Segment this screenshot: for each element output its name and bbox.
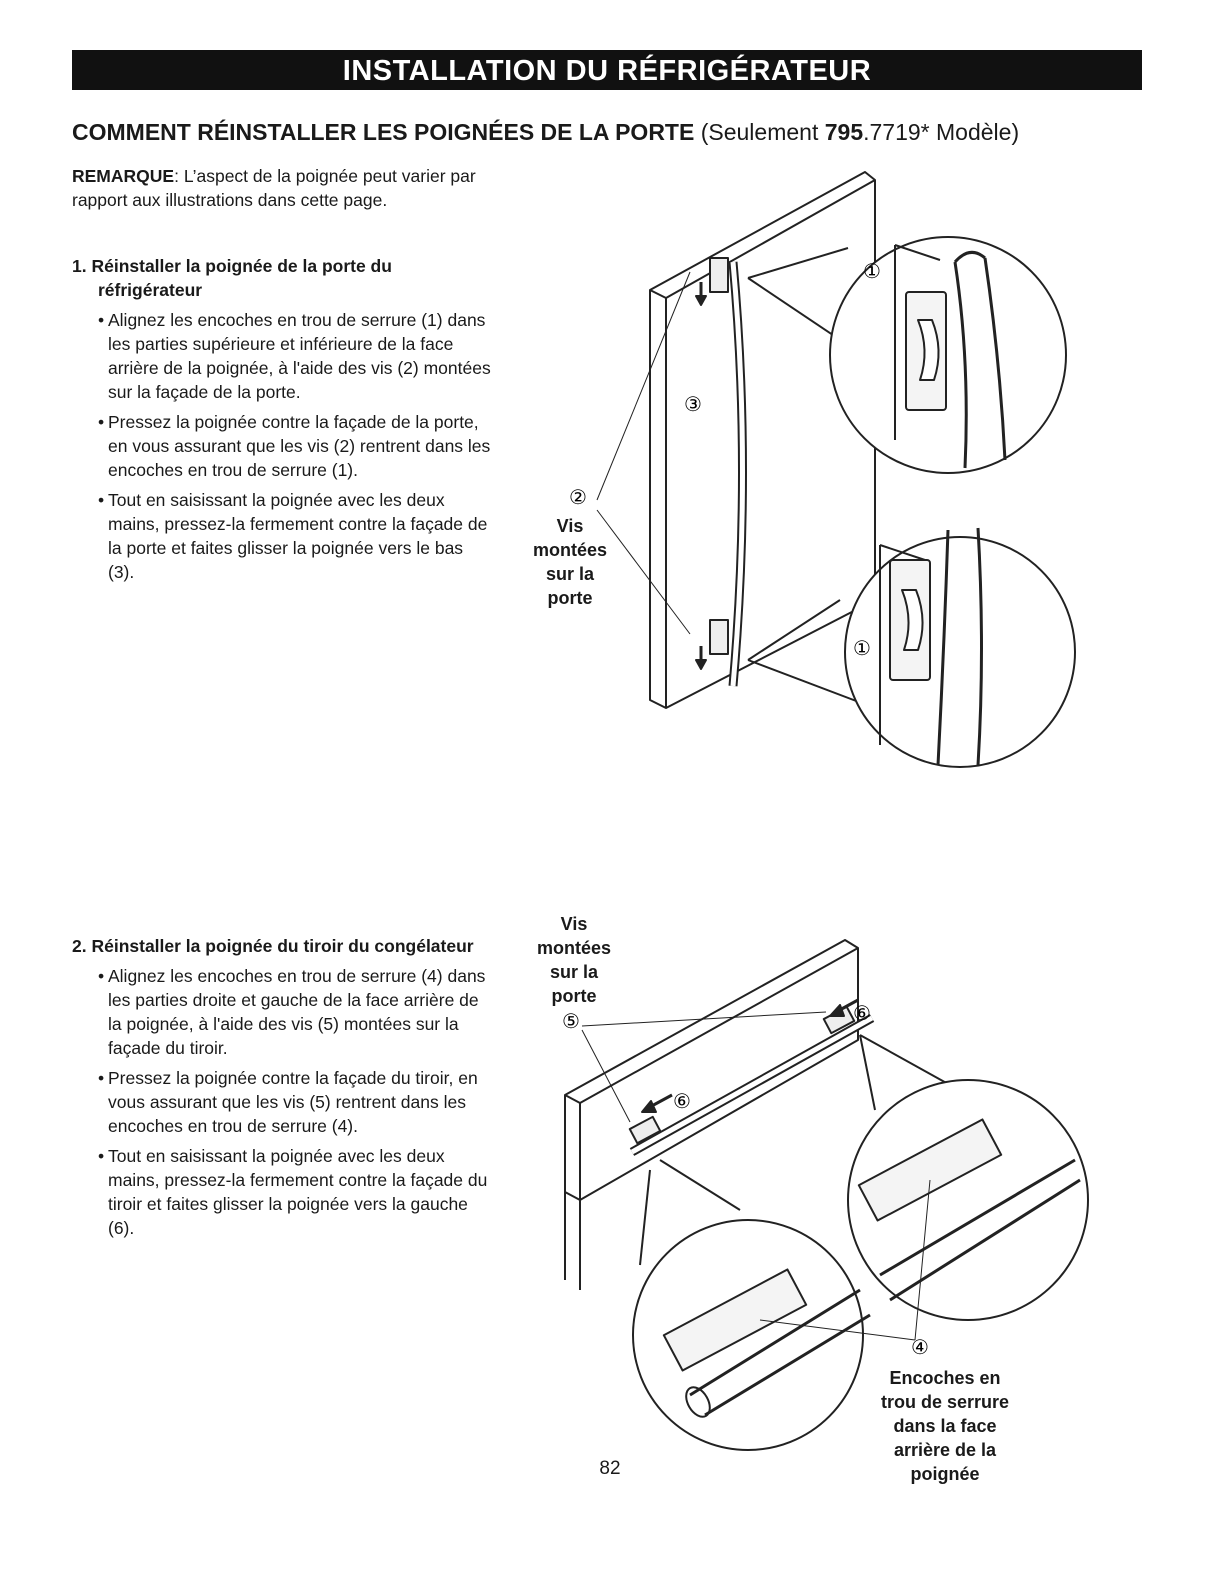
- marker-3: ③: [684, 392, 702, 416]
- marker-1-lower: ①: [853, 636, 871, 660]
- step-2-bullet-3: Tout en saisissant la poignée avec les d…: [98, 1144, 492, 1240]
- remark-label: REMARQUE: [72, 166, 175, 186]
- heading-model-note: (Seulement 795.7719* Modèle): [701, 119, 1019, 145]
- step-1-bullets: Alignez les encoches en trou de serrure …: [72, 308, 492, 584]
- page-heading: COMMENT RÉINSTALLER LES POIGNÉES DE LA P…: [72, 117, 1152, 147]
- step-2-bullets: Alignez les encoches en trou de serrure …: [72, 964, 492, 1240]
- refrigerator-door-handle-illustration: ① ① ③ ②: [569, 171, 1076, 768]
- step-1-bullet-3: Tout en saisissant la poignée avec les d…: [98, 488, 492, 584]
- heading-model-number: 795: [824, 119, 864, 145]
- screws-label-line-2: montées: [532, 540, 608, 560]
- heading-sub-suffix: .7719* Modèle): [863, 119, 1020, 145]
- marker-5: ⑤: [562, 1009, 580, 1033]
- screws-label-2-line-1: Vis: [560, 914, 588, 934]
- step-2-bullet-2: Pressez la poignée contre la façade du t…: [98, 1066, 492, 1138]
- banner-title: INSTALLATION DU RÉFRIGÉRATEUR: [342, 55, 872, 87]
- step-2: 2. Réinstaller la poignée du tiroir du c…: [72, 934, 492, 1246]
- slots-label-line-4: arrière de la: [893, 1440, 997, 1460]
- step-1-bullet-2: Pressez la poignée contre la façade de l…: [98, 410, 492, 482]
- marker-6-right: ⑥: [853, 1001, 871, 1025]
- slots-label-line-2: trou de serrure: [880, 1392, 1010, 1412]
- heading-sub-prefix: (Seulement: [700, 119, 825, 145]
- marker-4: ④: [911, 1335, 929, 1359]
- screws-label-line-4: porte: [547, 588, 593, 608]
- slots-label-line-1: Encoches en: [889, 1368, 1001, 1388]
- remark-text: : L’aspect de la poignée peut varier par…: [72, 166, 476, 210]
- slots-label-line-3: dans la face: [893, 1416, 997, 1436]
- screws-label-2-line-2: montées: [536, 938, 612, 958]
- step-1: 1. Réinstaller la poignée de la porte du…: [72, 254, 492, 590]
- step-2-title: 2. Réinstaller la poignée du tiroir du c…: [72, 936, 474, 956]
- screws-label-line-1: Vis: [556, 516, 584, 536]
- screws-label-2-line-3: sur la: [549, 962, 599, 982]
- figure2-screws-label: Vis montées sur la porte: [524, 912, 624, 1008]
- screws-label-2-line-4: porte: [551, 986, 597, 1006]
- section-banner: INSTALLATION DU RÉFRIGÉRATEUR: [72, 50, 1142, 90]
- marker-2: ②: [569, 485, 587, 509]
- marker-1-upper: ①: [863, 259, 881, 283]
- step-1-title: 1. Réinstaller la poignée de la porte du…: [72, 256, 392, 300]
- step-1-bullet-1: Alignez les encoches en trou de serrure …: [98, 308, 492, 404]
- screws-label-line-3: sur la: [545, 564, 595, 584]
- heading-main: COMMENT RÉINSTALLER LES POIGNÉES DE LA P…: [72, 119, 695, 145]
- marker-6-left: ⑥: [673, 1089, 691, 1113]
- remark-note: REMARQUE: L’aspect de la poignée peut va…: [72, 164, 482, 212]
- figure1-screws-label: Vis montées sur la porte: [520, 514, 620, 610]
- slots-label-line-5: poignée: [910, 1464, 980, 1484]
- page-number: 82: [599, 1458, 621, 1479]
- step-2-bullet-1: Alignez les encoches en trou de serrure …: [98, 964, 492, 1060]
- figure2-slots-label: Encoches en trou de serrure dans la face…: [860, 1366, 1030, 1486]
